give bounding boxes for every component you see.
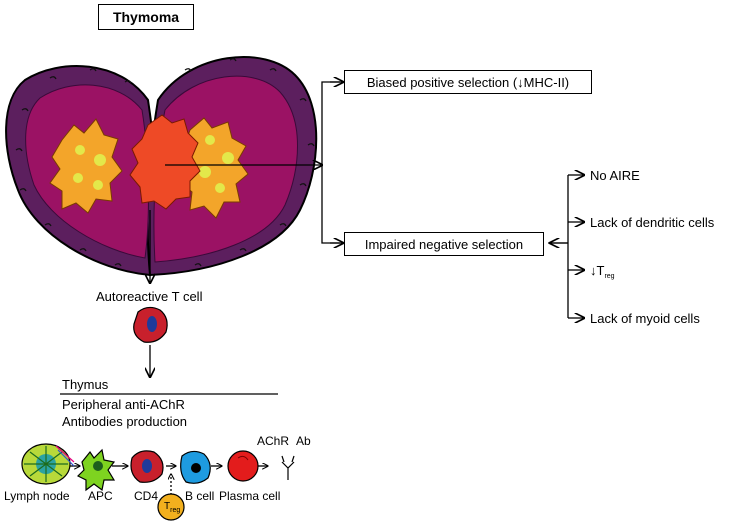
impaired-selection-box: Impaired negative selection [344, 232, 544, 256]
cause-treg-sub: reg [604, 273, 615, 280]
section-header: Thymus [62, 377, 109, 392]
autoreactive-t-cell [133, 306, 168, 343]
thymus-illustration [5, 56, 318, 277]
title-box: Thymoma [98, 4, 194, 30]
biased-selection-box: Biased positive selection (↓MHC-II) [344, 70, 592, 94]
branch-bracket [321, 81, 340, 244]
lymph-node-icon [21, 443, 75, 485]
plasma-cell-label: Plasma cell [219, 489, 281, 503]
section-line2: Antibodies production [62, 414, 188, 429]
cause-no-aire: No AIRE [590, 168, 640, 183]
antibody-icon [281, 455, 295, 480]
tumor [129, 114, 201, 210]
treg-icon [157, 493, 185, 521]
title: Thymoma [112, 9, 180, 25]
cause-treg-prefix: ↓T [590, 263, 605, 278]
left-medulla [49, 118, 123, 214]
section-line1: Peripheral anti-AChR [62, 397, 185, 412]
treg-sub: reg [170, 507, 181, 514]
apc-label: APC [88, 489, 113, 503]
b-cell-label: B cell [185, 489, 215, 503]
apc-icon [76, 448, 116, 492]
lymph-node-label: Lymph node [4, 489, 70, 503]
cd4-label: CD4 [134, 489, 159, 503]
autoreactive-label: Autoreactive T cell [96, 289, 203, 304]
cd4-icon [130, 450, 164, 483]
plasma-cell-icon [227, 450, 259, 482]
impaired-selection-label: Impaired negative selection [364, 236, 524, 252]
b-cell-icon [180, 450, 211, 484]
ab-label: Ab [296, 434, 311, 448]
treg-prefix: T [164, 501, 171, 512]
cause-lack-myoid: Lack of myoid cells [590, 311, 700, 326]
achr-label: AChR [257, 434, 290, 448]
biased-selection-label: Biased positive selection (↓MHC-II) [366, 74, 570, 90]
capsule-texture [15, 58, 315, 267]
cause-lack-dendritic: Lack of dendritic cells [590, 215, 715, 230]
cause-treg: ↓Treg [590, 264, 615, 280]
connectors [60, 82, 584, 495]
treg-label: Treg [164, 501, 181, 515]
